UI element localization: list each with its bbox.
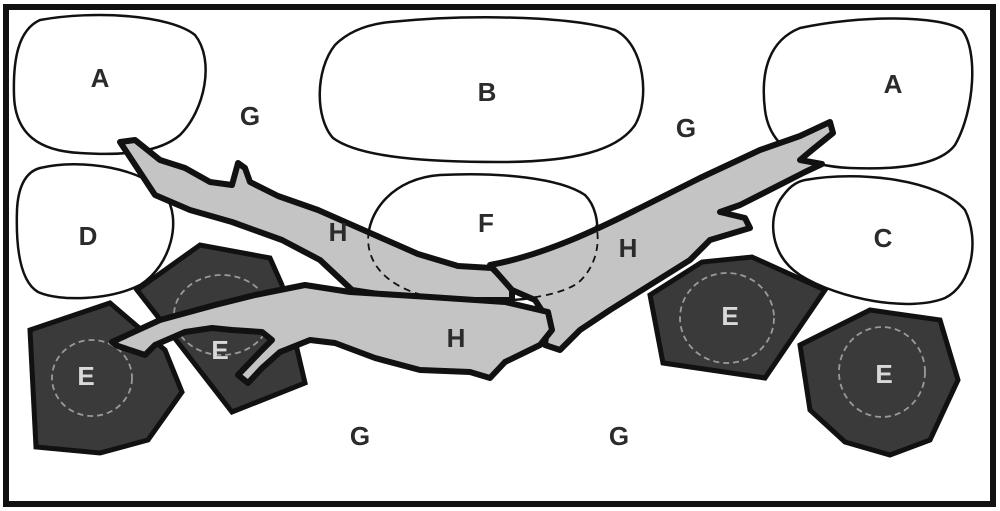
label-e-3: E (721, 301, 738, 331)
branch-h-left (117, 137, 515, 303)
label-a-right: A (884, 69, 903, 99)
rock-e-3 (647, 254, 829, 381)
branch-h-lower (109, 282, 555, 386)
label-d: D (79, 221, 98, 251)
label-g-bottom-left: G (350, 421, 370, 451)
label-c: C (874, 223, 893, 253)
label-g-bottom-right: G (609, 421, 629, 451)
label-e-1: E (77, 361, 94, 391)
label-h-lower: H (447, 323, 466, 353)
region-f-hidden-edge (367, 219, 599, 302)
rock-e-4 (797, 307, 961, 458)
region-b (318, 16, 645, 164)
label-g-top-left: G (240, 101, 260, 131)
label-g-top-right: G (676, 113, 696, 143)
label-b: B (478, 77, 497, 107)
label-h-left: H (329, 217, 348, 247)
branch-h-right (487, 119, 836, 353)
label-h-right: H (619, 233, 638, 263)
label-f: F (478, 208, 494, 238)
label-e-2: E (211, 335, 228, 365)
region-c (771, 175, 974, 306)
label-a-left: A (91, 63, 110, 93)
label-e-4: E (875, 359, 892, 389)
region-a-left (12, 13, 207, 156)
